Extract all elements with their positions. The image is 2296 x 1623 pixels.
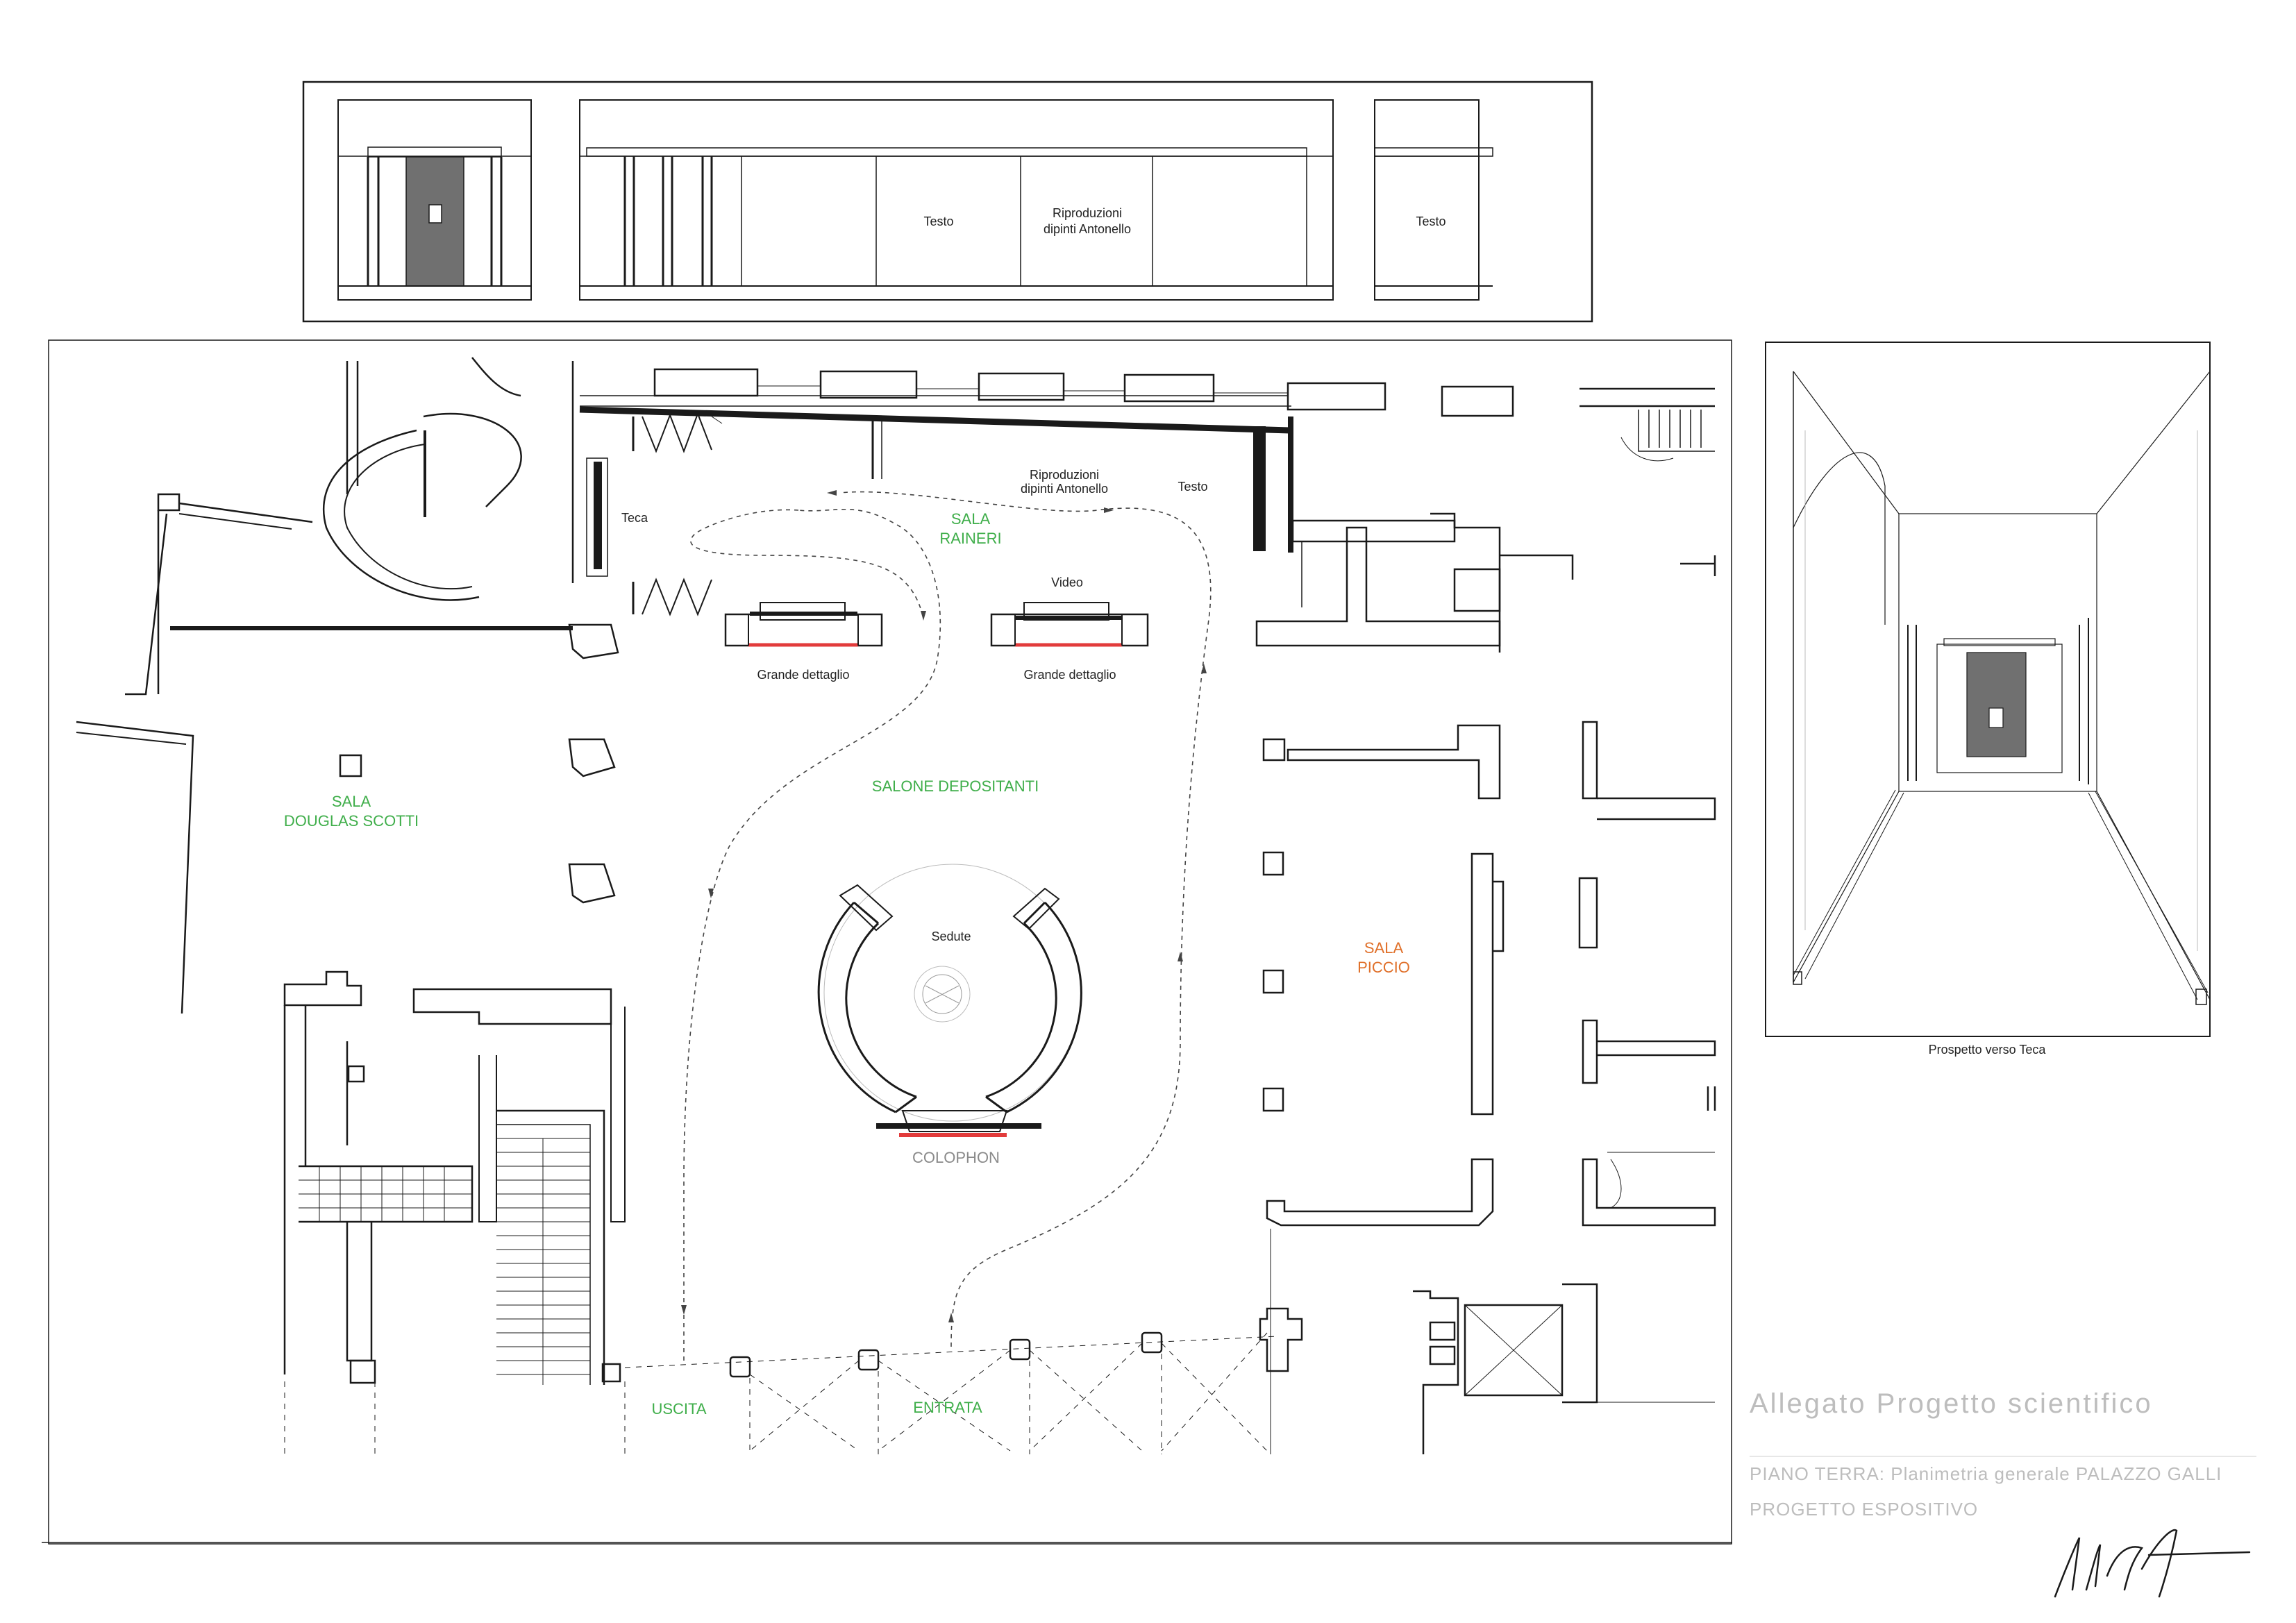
elevation-middle [579, 99, 1334, 301]
room-sala-piccio-line1: SALA [1364, 939, 1404, 957]
label-testo: Testo [1178, 480, 1207, 494]
ne-stair [1620, 410, 1715, 462]
perspective-caption: Prospetto verso Teca [1929, 1043, 2047, 1057]
room-sala-douglas-line2: DOUGLAS SCOTTI [284, 812, 419, 830]
label-riproduzioni-line2: dipinti Antonello [1021, 482, 1108, 496]
elevation-left [337, 99, 532, 301]
elevation-frame [302, 81, 1593, 323]
route-arrows [681, 490, 1207, 1322]
room-sala-piccio-line2: PICCIO [1357, 959, 1410, 976]
room-sala-raineri-line1: SALA [951, 510, 991, 528]
elevation-right [1374, 99, 1493, 301]
label-riproduzioni-line1: Riproduzioni [1030, 468, 1099, 482]
sala-douglas-scotti-walls [76, 357, 619, 1014]
room-sala-douglas-line1: SALA [332, 793, 371, 810]
label-grande-dettaglio-left: Grande dettaglio [757, 668, 849, 682]
elevation-strip [302, 81, 1593, 323]
south-arches [284, 1332, 1278, 1454]
label-grande-dettaglio-right: Grande dettaglio [1023, 668, 1116, 682]
north-window-panels [653, 368, 1715, 417]
perspective-teca-panel [1966, 652, 2027, 757]
lower-left-block [283, 970, 626, 1385]
room-sala-raineri-line2: RAINERI [939, 530, 1001, 547]
signature [2054, 1529, 2251, 1598]
south-columns [729, 1307, 1303, 1378]
label-entrata: ENTRATA [913, 1399, 982, 1416]
elevation-testo-label-right: Testo [1416, 215, 1446, 228]
floor-plan [48, 339, 1732, 1545]
room-salone-depositanti: SALONE DEPOSITANTI [872, 777, 1039, 795]
sala-piccio-walls [1255, 512, 1716, 1454]
seating-ring [817, 864, 1082, 1137]
stair-treads [299, 1138, 590, 1385]
label-sedute: Sedute [931, 930, 971, 943]
display-panels [724, 602, 1149, 647]
label-colophon: COLOPHON [912, 1149, 1000, 1166]
label-teca: Teca [621, 511, 648, 525]
label-video: Video [1051, 575, 1083, 589]
title-line1: PIANO TERRA: Planimetria generale PALAZZ… [1750, 1463, 2222, 1484]
plan-frame [48, 339, 1732, 1545]
visitor-route [683, 491, 1212, 1361]
elevation-repro-label-line1: Riproduzioni [1053, 206, 1122, 220]
elevation-testo-label-middle: Testo [923, 215, 953, 228]
sala-raineri-walls [571, 361, 1293, 616]
title-line2: PROGETTO ESPOSITIVO [1750, 1499, 1978, 1520]
elevation-repro-label-line2: dipinti Antonello [1044, 222, 1131, 236]
label-uscita: USCITA [651, 1400, 706, 1418]
title-heading: Allegato Progetto scientifico [1750, 1388, 2153, 1419]
perspective-view [1765, 342, 2211, 1037]
